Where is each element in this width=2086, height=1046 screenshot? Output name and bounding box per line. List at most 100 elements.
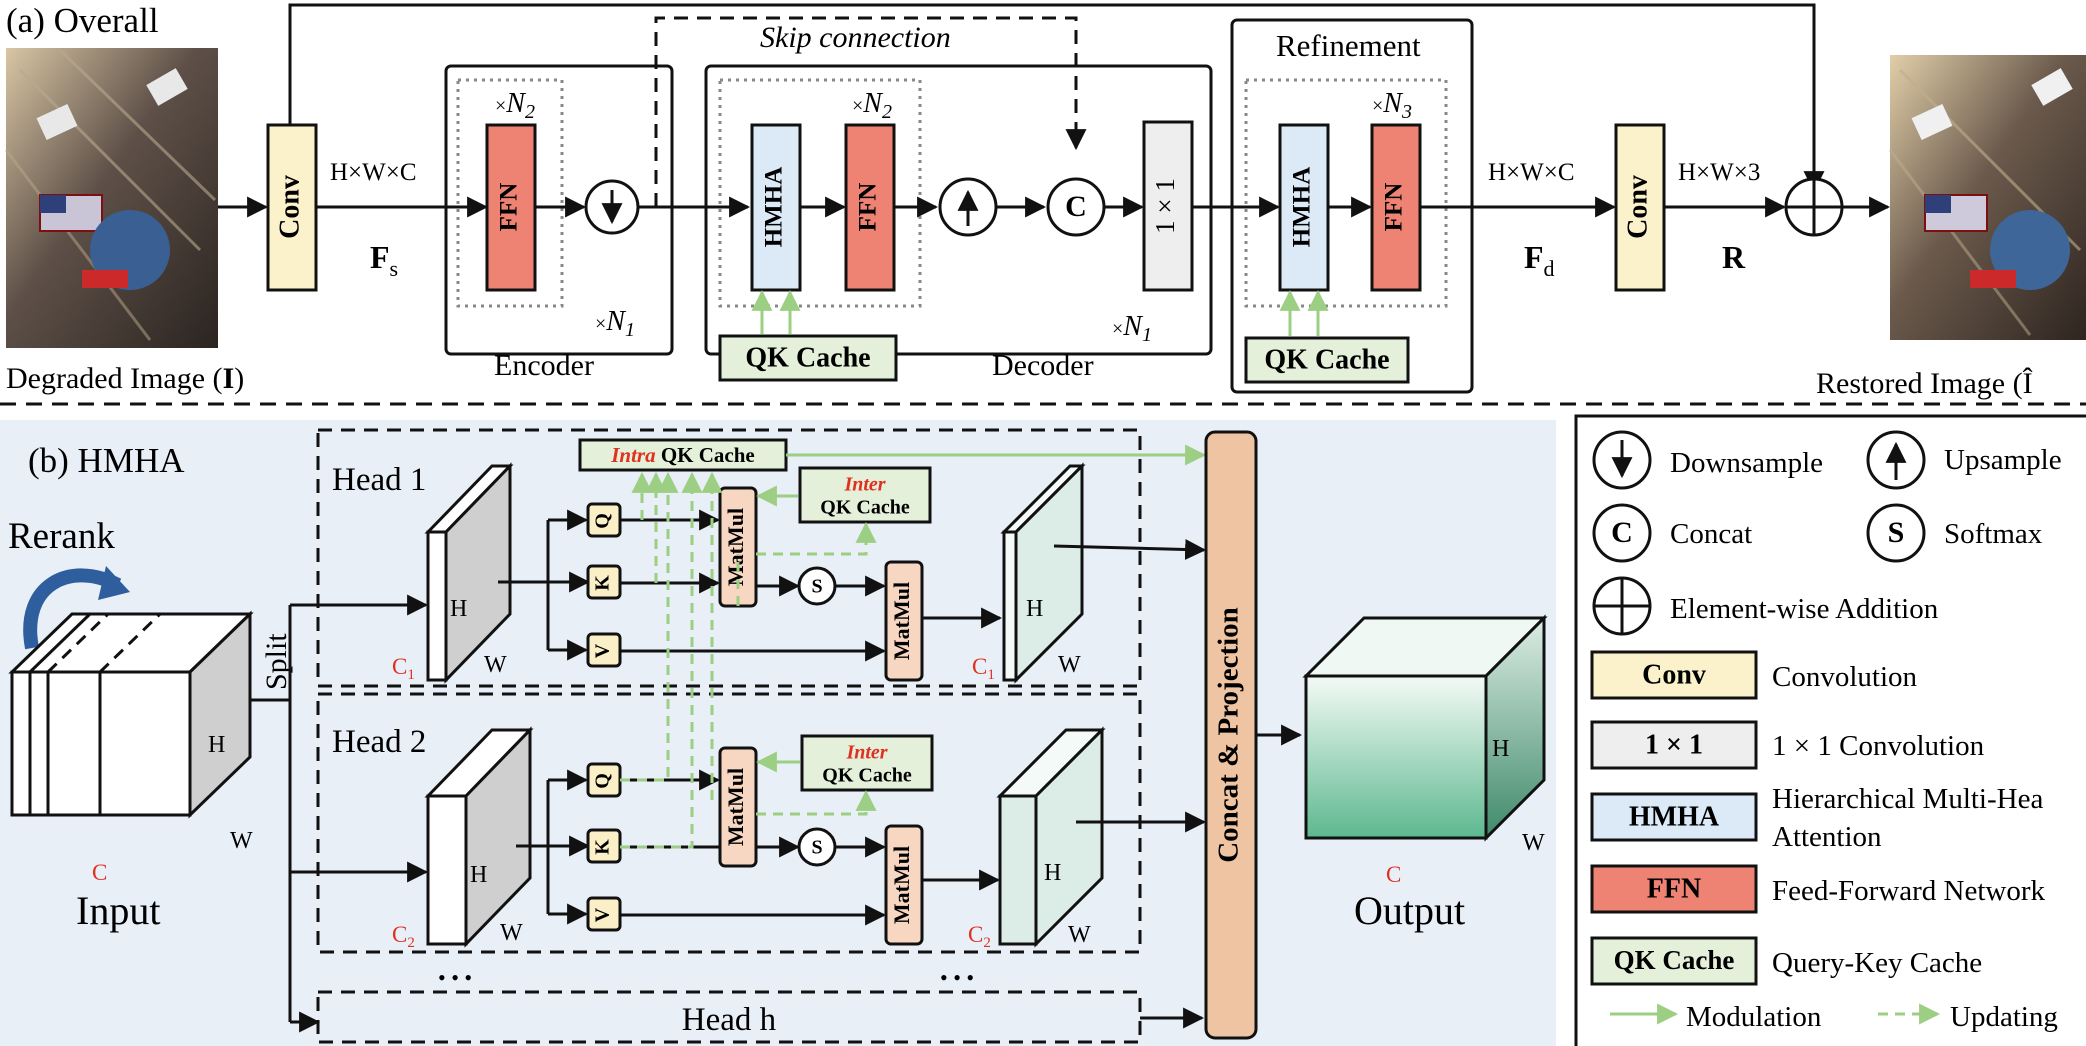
legend-softmax-icon	[1866, 503, 1926, 563]
legend-softmax: Softmax	[1944, 518, 2043, 550]
legend-conv: Convolution	[1772, 661, 1918, 693]
head1-label: Head 1	[332, 462, 426, 498]
refinement-qk-cache-label: QK Cache	[1264, 344, 1389, 375]
head1-output-slab	[1000, 462, 1086, 684]
decoder-hmha	[750, 123, 802, 292]
head2-inter-label: Inter	[845, 742, 887, 764]
legend-ffn-box: FFN	[1647, 873, 1701, 904]
decoder-ffn-label: FFN	[855, 183, 882, 232]
legend-onebyone-box: 1 × 1	[1645, 729, 1703, 760]
intra-qk-cache-label: Intra QK Cache	[610, 443, 755, 467]
decoder-box	[704, 64, 1213, 356]
refinement-n3: ×N3	[1372, 88, 1412, 123]
head2-inter-cache-label: QK Cache	[822, 765, 912, 787]
output-label: Output	[1354, 888, 1465, 933]
hmha-title: (b) HMHA	[28, 441, 185, 480]
inter-updating-arrow	[756, 789, 877, 816]
decoder-hmha-label: HMHA	[761, 167, 788, 248]
head2-label: Head 2	[332, 724, 426, 760]
output-w: W	[1522, 830, 1545, 856]
head1-in-c: C1	[392, 654, 415, 683]
conv-block-1	[266, 123, 318, 292]
head1-box	[316, 428, 1142, 688]
split-label: Split	[260, 633, 293, 690]
dims-out: H×W×3	[1678, 159, 1760, 186]
input-c: C	[92, 860, 107, 885]
legend-modulation: Modulation	[1686, 1001, 1822, 1033]
decoder-ffn	[844, 123, 896, 292]
skip-connection-arrow	[654, 16, 1087, 207]
head2-out-c: C2	[968, 922, 991, 951]
legend-onebyone-swatch	[1590, 720, 1758, 770]
headh-label: Head h	[682, 1002, 777, 1038]
head2-v-label: V	[592, 907, 614, 922]
head1-q-label: Q	[592, 513, 614, 529]
head2-matmul-1-label: MatMul	[723, 768, 748, 846]
legend-hmha-swatch	[1590, 792, 1758, 842]
legend-conv-swatch	[1590, 650, 1758, 700]
head2-out-h: H	[1044, 860, 1061, 886]
head1-out-c: C1	[972, 654, 995, 683]
head2-output-slab	[996, 726, 1106, 948]
decoder-qk-cache	[718, 334, 898, 382]
legend-hmha-box: HMHA	[1629, 801, 1720, 832]
head1-matmul-2	[884, 560, 924, 682]
dims-in: H×W×C	[330, 159, 417, 186]
fd-label: Fd	[1524, 239, 1555, 281]
legend-addition: Element-wise Addition	[1670, 593, 1939, 625]
rerank-arrow-icon	[23, 568, 122, 650]
head1-k-label: K	[592, 575, 614, 591]
legend-ffn-swatch	[1590, 864, 1758, 914]
head1-in-h: H	[450, 596, 467, 622]
input-h: H	[208, 732, 225, 758]
legend-softmax-symbol: S	[1888, 516, 1905, 549]
refinement-qk-cache	[1244, 336, 1410, 384]
head1-inter-label: Inter	[843, 474, 885, 496]
skip-label: Skip connection	[760, 21, 951, 54]
head2-softmax-label: S	[811, 837, 822, 859]
ellipsis-right: • • •	[940, 965, 974, 990]
output-h: H	[1492, 736, 1509, 762]
head2-matmul-2	[884, 824, 924, 946]
degraded-label: Degraded Image (I)	[6, 362, 244, 395]
encoder-box	[444, 64, 674, 356]
legend-conv-box: Conv	[1642, 659, 1706, 690]
legend-concat: Concat	[1670, 518, 1752, 550]
decoder-n2: ×N2	[852, 88, 892, 123]
output-cube	[1302, 614, 1548, 842]
legend-concat-icon	[1592, 503, 1652, 563]
decoder-qk-cache-label: QK Cache	[745, 342, 870, 373]
legend-updating: Updating	[1950, 1001, 2058, 1033]
encoder-repeat-box	[456, 78, 564, 308]
head1-out-h: H	[1026, 596, 1043, 622]
global-residual-arrow	[288, 3, 1825, 193]
input-cube	[8, 610, 254, 819]
encoder-n2: ×N2	[495, 88, 535, 123]
refinement-label: Refinement	[1276, 28, 1421, 63]
head1-inter-cache-label: QK Cache	[820, 497, 910, 519]
legend-hmha-line1: Hierarchical Multi-Hea	[1772, 783, 2043, 815]
head2-in-w: W	[500, 920, 523, 946]
head1-matmul-1-label: MatMul	[723, 508, 748, 586]
refinement-repeat-box	[1244, 78, 1448, 308]
encoder-ffn	[485, 123, 537, 292]
fs-label: Fs	[370, 239, 398, 281]
head2-k-label: K	[592, 839, 614, 855]
head2-input-slab	[424, 726, 534, 948]
input-label: Input	[76, 888, 160, 933]
legend-hmha-line2: Attention	[1772, 821, 1882, 853]
decoder-repeat-box	[718, 78, 922, 308]
conv-label-1: Conv	[274, 175, 305, 239]
head2-in-h: H	[470, 862, 487, 888]
encoder-n1: ×N1	[595, 306, 635, 341]
legend-qk: Query-Key Cache	[1772, 947, 1982, 979]
encoder-label: Encoder	[494, 349, 594, 382]
legend-concat-symbol: C	[1611, 516, 1633, 549]
legend-onebyone: 1 × 1 Convolution	[1772, 730, 1985, 762]
output-c: C	[1386, 862, 1401, 887]
rerank-label: Rerank	[8, 516, 115, 557]
one-by-one-label: 1 × 1	[1150, 178, 1180, 234]
head1-v-label: V	[592, 643, 614, 658]
